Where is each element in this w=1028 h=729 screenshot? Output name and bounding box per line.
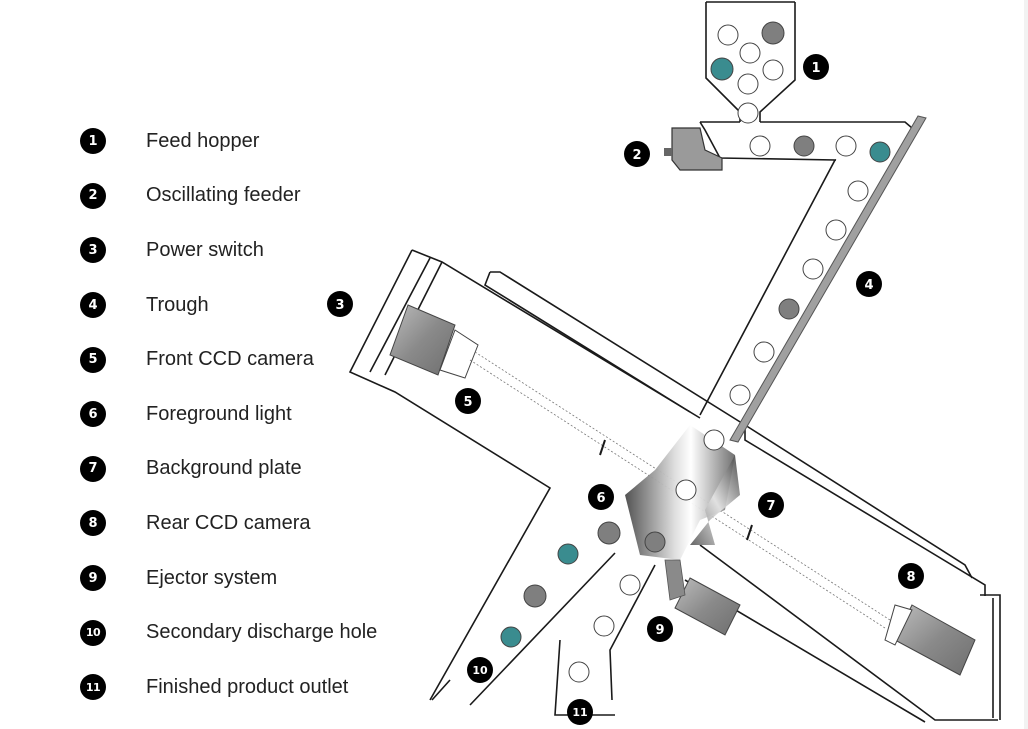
legend-badge: 4	[80, 292, 106, 319]
rear-ccd-camera	[884, 604, 976, 676]
legend-label: Finished product outlet	[146, 675, 349, 698]
legend-badge: 9	[80, 565, 106, 592]
legend-label: Ejector system	[146, 566, 278, 589]
particle	[717, 24, 739, 46]
particle	[710, 57, 734, 81]
particle	[847, 180, 869, 202]
legend-item: 7 Background plate	[80, 442, 377, 497]
oscillating-feeder-block	[664, 127, 723, 171]
legend-badge: 2	[80, 182, 106, 209]
particle	[737, 73, 759, 95]
legend-badge: 3	[80, 237, 106, 264]
legend-label: Feed hopper	[146, 129, 260, 152]
callout-7-text: 7	[766, 499, 775, 514]
legend-item: 5 Front CCD camera	[80, 332, 377, 387]
particle	[802, 258, 824, 280]
callout-4-text: 4	[864, 278, 873, 293]
legend-badge: 11	[80, 674, 106, 701]
particle	[835, 135, 857, 157]
particle	[619, 574, 641, 596]
particle	[729, 384, 751, 406]
outlet-chutes	[431, 552, 656, 716]
particle	[825, 219, 847, 241]
callout-1-text: 1	[811, 61, 820, 76]
legend-label: Foreground light	[146, 402, 292, 425]
legend-label: Secondary discharge hole	[146, 621, 378, 644]
particle	[675, 479, 697, 501]
callout-4: 4	[856, 271, 882, 297]
callout-9-text: 9	[655, 623, 664, 638]
legend-label: Background plate	[146, 457, 302, 480]
callout-8-text: 8	[906, 570, 915, 585]
callout-6: 6	[588, 484, 614, 510]
legend-badge: 1	[80, 128, 106, 155]
particle	[703, 429, 725, 451]
legend-label: Rear CCD camera	[146, 511, 311, 534]
legend-badge: 7	[80, 455, 106, 482]
particle	[793, 135, 815, 157]
particle	[761, 21, 785, 45]
legend-badge: 6	[80, 401, 106, 428]
legend-badge: 5	[80, 346, 106, 373]
particle	[737, 102, 759, 124]
ejector-box	[674, 577, 741, 636]
legend-item: 8 Rear CCD camera	[80, 496, 377, 551]
callouts: 1 2 3 4 5 6 7 8 9 10 11	[327, 54, 924, 725]
callout-1: 1	[803, 54, 829, 80]
legend-item: 4 Trough	[80, 278, 377, 333]
legend-label: Trough	[146, 293, 209, 316]
legend-item: 9 Ejector system	[80, 551, 377, 606]
front-ccd-camera	[389, 304, 479, 379]
callout-7: 7	[758, 492, 784, 518]
particle	[753, 341, 775, 363]
ejector-nozzle	[664, 559, 686, 601]
sight-ticks	[599, 439, 753, 541]
particle	[644, 531, 666, 553]
callout-6-text: 6	[596, 491, 605, 506]
trough-bar	[729, 115, 927, 443]
particle	[778, 298, 800, 320]
particle	[869, 141, 891, 163]
legend-item: 3 Power switch	[80, 223, 377, 278]
callout-11: 11	[567, 699, 593, 725]
callout-8: 8	[898, 563, 924, 589]
callout-10: 10	[467, 657, 493, 683]
legend-item: 11 Finished product outlet	[80, 660, 377, 715]
particle	[762, 59, 784, 81]
legend-label: Oscillating feeder	[146, 184, 301, 207]
legend-item: 10 Secondary discharge hole	[80, 605, 377, 660]
particle	[523, 584, 547, 608]
legend-badge: 10	[80, 619, 106, 646]
legend-item: 1 Feed hopper	[80, 114, 377, 169]
callout-9: 9	[647, 616, 673, 642]
callout-11-text: 11	[572, 706, 587, 719]
right-edge-strip	[1024, 0, 1028, 729]
particle	[749, 135, 771, 157]
legend-item: 6 Foreground light	[80, 387, 377, 442]
callout-5-text: 5	[463, 395, 472, 410]
callout-10-text: 10	[472, 664, 488, 677]
particles	[500, 21, 891, 683]
callout-2: 2	[624, 141, 650, 167]
particle	[597, 521, 621, 545]
callout-2-text: 2	[632, 148, 641, 163]
legend-item: 2 Oscillating feeder	[80, 169, 377, 224]
particle	[557, 543, 579, 565]
callout-5: 5	[455, 388, 481, 414]
legend-label: Front CCD camera	[146, 348, 314, 371]
background-plate	[690, 455, 740, 545]
particle	[500, 626, 522, 648]
legend-badge: 8	[80, 510, 106, 537]
legend: 1 Feed hopper 2 Oscillating feeder 3 Pow…	[80, 114, 377, 715]
particle	[739, 42, 761, 64]
callout-3-text: 3	[335, 298, 344, 313]
particle	[568, 661, 590, 683]
callout-3: 3	[327, 291, 353, 317]
legend-label: Power switch	[146, 238, 264, 261]
particle	[593, 615, 615, 637]
